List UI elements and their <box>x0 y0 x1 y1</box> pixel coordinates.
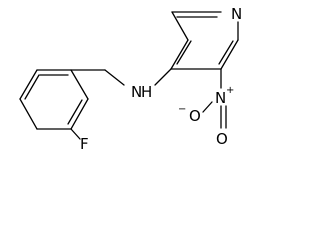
pyridine-nitrogen-label: N <box>231 5 242 23</box>
double-bond-inner <box>218 40 234 65</box>
bond <box>19 98 38 130</box>
bond <box>70 69 89 100</box>
bond <box>70 98 89 130</box>
fluorine-atom-label: F <box>80 135 89 152</box>
double-bond-inner <box>24 74 40 100</box>
bond <box>19 69 38 100</box>
double-bond-inner <box>176 40 192 65</box>
nitro-minus-charge: − <box>178 104 186 115</box>
pyridine-ring <box>170 11 239 70</box>
nitro-oxygen-double-label: O <box>216 130 228 148</box>
amine-nitrogen-label: N <box>131 83 142 101</box>
chemical-structure: F N H N N + − O O <box>19 5 242 152</box>
ch2-n-bond <box>104 69 125 86</box>
fluorobenzene-ring <box>19 69 89 130</box>
bond <box>171 11 189 41</box>
n-o-single-bond <box>202 101 213 113</box>
nitro-plus-charge: + <box>226 85 234 96</box>
nitro-oxygen-single-label: O <box>189 107 201 125</box>
n-pyridine-bond <box>154 68 172 86</box>
double-bond-inner <box>67 99 83 125</box>
bond <box>170 39 189 70</box>
amine-hydrogen-label: H <box>141 83 152 101</box>
c-f-bond <box>70 128 81 140</box>
bond <box>220 39 239 70</box>
nitro-nitrogen-label: N <box>215 89 226 107</box>
